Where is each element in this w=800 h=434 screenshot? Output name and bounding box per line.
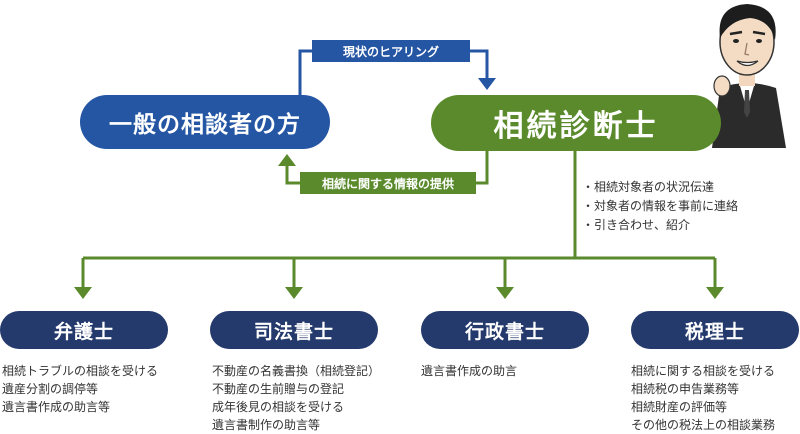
duty-item: 遺言書作成の助言等 <box>2 400 111 414</box>
duty-item: 不動産の名義書換（相続登記） <box>212 364 381 378</box>
judicial-scrivener-node: 司法書士 <box>210 311 378 349</box>
lawyer-node: 弁護士 <box>0 311 168 349</box>
duty-item: 相続トラブルの相談を受ける <box>2 364 159 378</box>
lawyer-duties: 相続トラブルの相談を受ける 遺産分割の調停等 遺言書作成の助言等 <box>2 362 158 416</box>
tax-accountant-duties: 相続に関する相談を受ける 相続税の申告業務等 相続財産の評価等 その他の税法上の… <box>631 362 775 434</box>
duty-item: 遺産分割の調停等 <box>2 382 99 396</box>
general-consulter-node: 一般の相談者の方 <box>80 95 330 149</box>
info-arrow-head <box>278 154 296 166</box>
task-item: ・対象者の情報を事前に連絡 <box>582 199 739 213</box>
duty-item: 成年後見の相談を受ける <box>212 400 345 414</box>
drop-arrow-judicial-scrivener <box>285 287 303 299</box>
drop-arrow-lawyer <box>74 287 92 299</box>
diagnostician-task-list: ・相続対象者の状況伝達 ・対象者の情報を事前に連絡 ・引き合わせ、紹介 <box>582 178 738 235</box>
drop-arrow-tax-accountant <box>706 287 724 299</box>
duty-item: 相続財産の評価等 <box>631 400 728 414</box>
duty-item: その他の税法上の相談業務 <box>631 418 776 432</box>
administrative-scrivener-node: 行政書士 <box>421 311 589 349</box>
hearing-arrow-head <box>478 78 496 90</box>
drop-arrow-administrative-scrivener <box>496 287 514 299</box>
duty-item: 遺言書作成の助言 <box>421 364 518 378</box>
diagnostician-node: 相続診断士 <box>431 95 721 151</box>
info-provision-label: 相続に関する情報の提供 <box>300 172 476 194</box>
judicial-scrivener-duties: 不動産の名義書換（相続登記） 不動産の生前贈与の登記 成年後見の相談を受ける 遺… <box>212 362 380 434</box>
tax-accountant-node: 税理士 <box>631 311 799 349</box>
advisor-illustration <box>712 4 786 148</box>
task-item: ・引き合わせ、紹介 <box>582 218 691 232</box>
duty-item: 相続に関する相談を受ける <box>631 364 776 378</box>
hearing-label: 現状のヒアリング <box>312 40 470 62</box>
task-item: ・相続対象者の状況伝達 <box>582 180 715 194</box>
duty-item: 遺言書制作の助言等 <box>212 418 321 432</box>
duty-item: 不動産の生前贈与の登記 <box>212 382 345 396</box>
duty-item: 相続税の申告業務等 <box>631 382 740 396</box>
administrative-scrivener-duties: 遺言書作成の助言 <box>421 362 517 380</box>
